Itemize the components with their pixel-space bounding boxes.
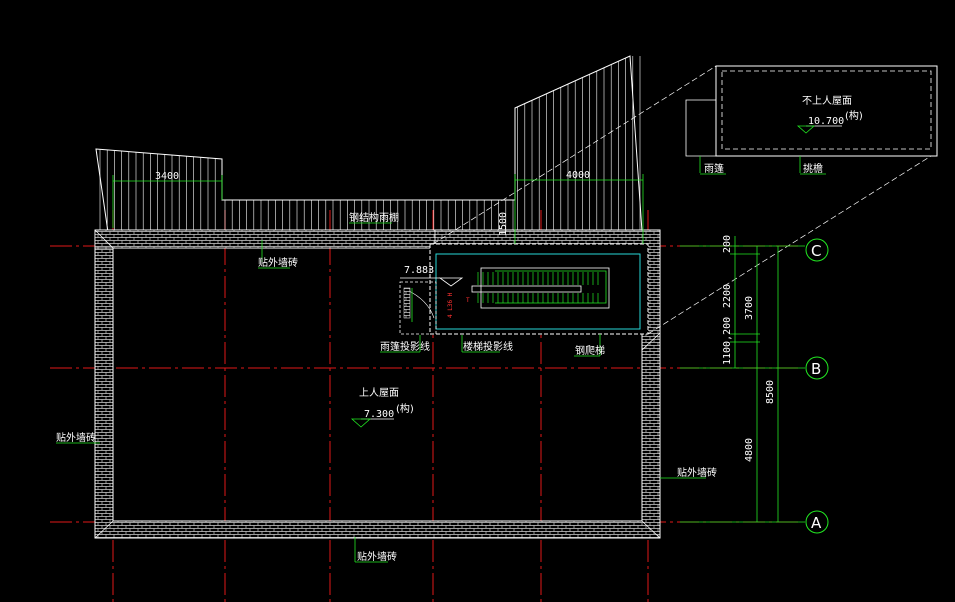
exterior-tile-right-label: 贴外墙砖	[677, 466, 717, 479]
axis-bubble-b	[805, 356, 829, 380]
exterior-tile-left-label: 贴外墙砖	[56, 431, 96, 444]
non-upper-roof-suffix: (构)	[845, 109, 863, 122]
upper-roof-elevation: 7.300	[364, 409, 394, 420]
upper-roof-suffix: (构)	[396, 402, 414, 415]
dim-right-2200: 2200	[722, 284, 733, 308]
parapet-label: 挑檐	[803, 162, 823, 175]
dim-right-1100-200: 1100,200	[722, 317, 733, 365]
axis-label-b: B	[811, 360, 821, 378]
dimension-texts: 3400 4000 1500 200 2200 1100,200 3700 85…	[155, 170, 776, 462]
non-upper-roof-label: 不上人屋面	[802, 95, 852, 107]
stair-core: 7.883 4 L36 H T	[399, 243, 649, 335]
canopy-projection-label: 雨篷投影线	[380, 340, 430, 353]
dim-canopy-right: 4000	[566, 170, 590, 181]
stair-landing-elevation: 7.883	[404, 265, 434, 276]
upper-roof-annotation: 上人屋面 7.300 (构)	[350, 387, 414, 428]
dim-right-8500: 8500	[765, 380, 776, 404]
stair-small-t: T	[466, 297, 470, 304]
steel-ladder-label: 钢爬梯	[575, 344, 605, 357]
stair-projection-label: 楼梯投影线	[463, 340, 513, 353]
exterior-tile-bottom-label: 贴外墙砖	[357, 550, 397, 563]
non-upper-roof-elevation: 10.700	[808, 116, 844, 127]
axis-label-a: A	[811, 514, 822, 532]
axis-bubbles: C B A	[805, 238, 829, 534]
dimension-lines	[56, 174, 805, 563]
dim-right-200: 200	[722, 235, 733, 253]
dim-right-4800: 4800	[744, 438, 755, 462]
stair-treads	[477, 272, 599, 303]
dim-right-3700: 3700	[744, 296, 755, 320]
axis-label-c: C	[811, 242, 821, 260]
canopy-hatch	[99, 56, 641, 244]
dim-canopy-depth: 1500	[498, 212, 509, 236]
axis-bubble-c	[805, 238, 829, 262]
non-upper-roof-inset: 不上人屋面 10.700 (构) 雨篷 挑檐	[685, 65, 938, 175]
exterior-tile-top-label: 贴外墙砖	[258, 256, 298, 269]
stair-red-note: 4 L36 H	[447, 292, 454, 318]
main-roof	[94, 229, 661, 539]
upper-roof-label: 上人屋面	[359, 387, 399, 399]
gutter-label: 雨篷	[704, 162, 724, 175]
steel-canopy-label: 钢结构雨棚	[349, 211, 399, 224]
axis-bubble-a	[805, 510, 829, 534]
leader-labels: 钢结构雨棚 贴外墙砖 贴外墙砖 贴外墙砖 贴外墙砖 雨篷投影线 楼梯投影线 钢爬…	[56, 211, 717, 563]
detail-leader	[432, 65, 932, 335]
dim-canopy-left: 3400	[155, 171, 179, 182]
